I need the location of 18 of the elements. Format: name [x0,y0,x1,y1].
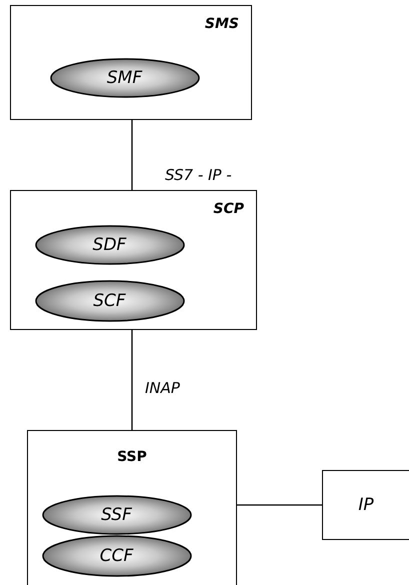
entity-label: SCP [213,201,244,217]
edge-label: SS7 - IP - [165,166,232,184]
function-label: SDF [92,234,126,254]
entity-box [27,430,237,585]
entity-box [10,190,257,330]
connector-line [131,120,133,190]
entity-label: SSP [116,449,148,465]
entity-label: IP [358,495,374,515]
function-label: CCF [100,546,134,566]
connector-line [237,504,322,506]
entity-box [10,5,252,120]
entity-label: SMS [204,16,239,32]
connector-line [131,330,133,430]
function-label: SMF [106,68,142,88]
edge-label: INAP [145,379,180,397]
function-label: SCF [93,290,126,310]
entity-box [322,470,409,540]
function-label: SSF [101,504,132,524]
